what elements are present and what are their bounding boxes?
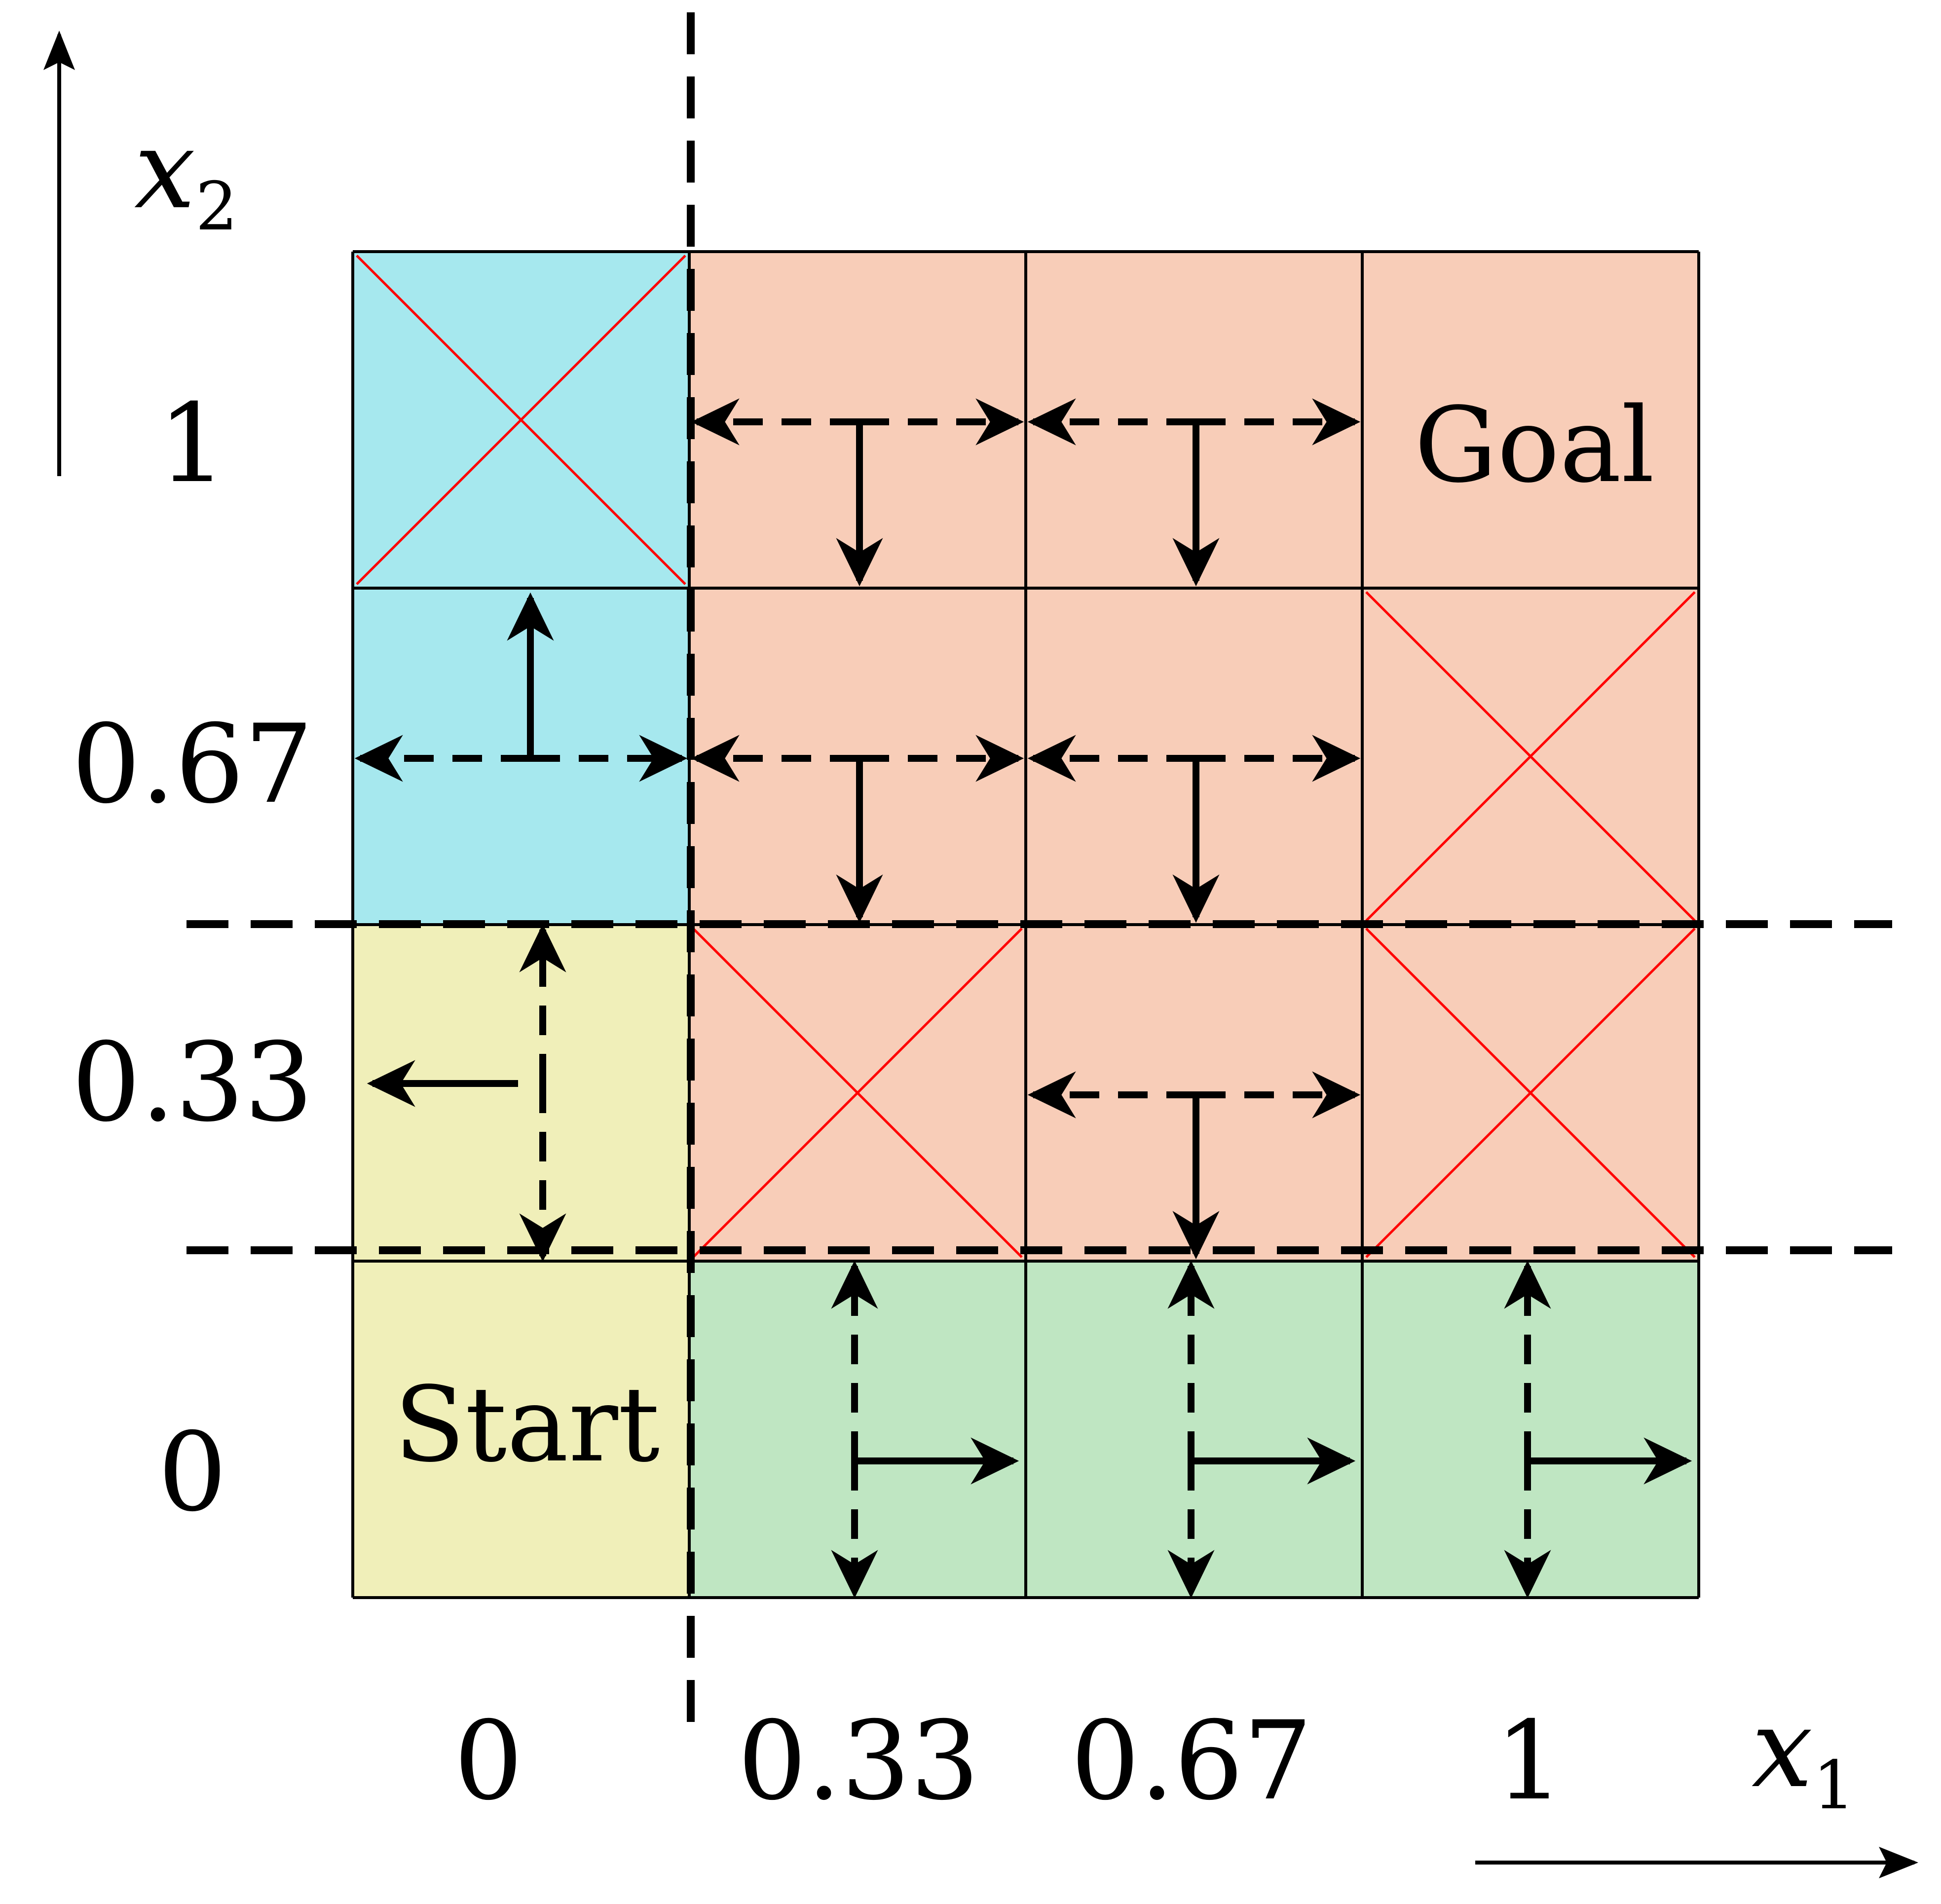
grid-cell (353, 1261, 689, 1598)
y-tick-label: 0 (158, 1409, 227, 1535)
goal-label: Goal (1415, 385, 1655, 506)
y-tick-label: 0.33 (72, 1019, 313, 1146)
x-tick-label: 0.67 (1071, 1698, 1312, 1824)
grid-cell (353, 925, 689, 1261)
x-tick-label: 0.33 (738, 1698, 979, 1824)
y-axis-label-sub: 2 (195, 168, 238, 245)
grid-cell (1362, 252, 1699, 588)
x-tick-label: 0 (454, 1698, 523, 1824)
grid-cell (1026, 1261, 1362, 1598)
blocked-cross (356, 255, 686, 585)
blocked-cross (1365, 591, 1696, 922)
arrows-layer (354, 398, 1692, 1599)
y-axis-label-main: x (134, 107, 195, 233)
y-tick-label: 1 (158, 380, 227, 507)
grid-cell (689, 1261, 1026, 1598)
x-axis-label-sub: 1 (1813, 1747, 1855, 1824)
y-axis-label: x2 (134, 107, 238, 245)
partition-lines (187, 12, 1892, 1737)
y-tick-label: 0.67 (72, 701, 313, 827)
blocked-cross (692, 928, 1023, 1258)
blocked-cross (1365, 928, 1696, 1258)
x-tick-label: 1 (1495, 1698, 1564, 1824)
start-label: Start (394, 1364, 660, 1485)
grid-cell (1362, 1261, 1699, 1598)
x-axis-label-main: x (1752, 1685, 1813, 1812)
x-axis-label: x1 (1752, 1685, 1855, 1824)
